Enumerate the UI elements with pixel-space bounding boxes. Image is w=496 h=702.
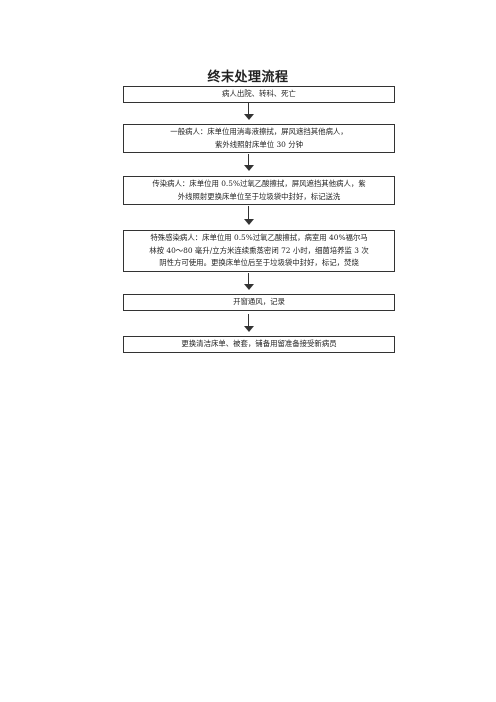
step-ventilation-box: 开窗通风，记录 (123, 294, 395, 311)
step-text: 阴性方可使用。更换床单位后至于垃圾袋中封好，标记，焚烧 (159, 258, 359, 268)
flow-arrow (244, 154, 254, 172)
step-discharge-box: 病人出院、转科、死亡 (123, 86, 395, 103)
step-special-infection-box: 特殊感染病人：床单位用 0.5%过氧乙酸擦拭，病室用 40%福尔马 林按 40～… (123, 230, 395, 272)
flow-arrow (244, 103, 254, 120)
page-title: 终末处理流程 (207, 70, 289, 85)
step-general-patient-box: 一般病人：床单位用消毒液擦拭，屏风遮挡其他病人， 紫外线照射床单位 30 分钟 (123, 124, 395, 154)
step-text: 病人出院、转科、死亡 (222, 89, 296, 98)
flow-arrow (244, 314, 254, 333)
step-replace-bedding-box: 更换清洁床单、被套，铺备用留准备接受新病员 (123, 336, 395, 353)
step-text: 林按 40～80 毫升/立方米连续熏蒸密闭 72 小时，细菌培养监 3 次 (149, 245, 369, 255)
step-text: 一般病人：床单位用消毒液擦拭，屏风遮挡其他病人， (170, 127, 348, 136)
step-text: 外线照射更换床单位至于垃圾袋中封好，标记送洗 (177, 191, 341, 201)
step-text: 紫外线照射床单位 30 分钟 (214, 139, 303, 149)
flow-arrow (244, 273, 254, 291)
step-infectious-patient-box: 传染病人：床单位用 0.5%过氧乙酸擦拭，屏风遮挡其他病人，紫 外线照射更换床单… (123, 176, 395, 206)
step-text: 特殊感染病人：床单位用 0.5%过氧乙酸擦拭，病室用 40%福尔马 (150, 233, 368, 242)
step-text: 更换清洁床单、被套，铺备用留准备接受新病员 (181, 339, 337, 348)
step-text: 传染病人：床单位用 0.5%过氧乙酸擦拭，屏风遮挡其他病人，紫 (152, 179, 366, 188)
step-text: 开窗通风，记录 (233, 297, 285, 306)
flow-arrow (244, 206, 254, 226)
